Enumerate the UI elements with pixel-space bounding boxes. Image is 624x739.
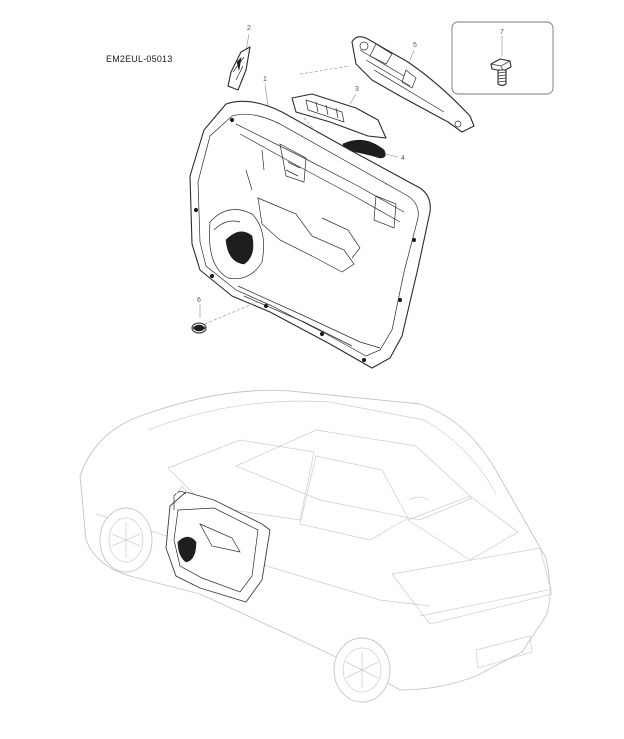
- part-1-door-trim-panel: [189, 83, 431, 369]
- inset-frame: [451, 21, 554, 95]
- diagram-reference-code: EM2EUL-05013: [106, 54, 173, 64]
- callout-6: 6: [197, 297, 201, 304]
- front-wheel: [99, 507, 153, 573]
- part-6-clip: [191, 304, 207, 334]
- part-2-mirror-trim: [227, 33, 251, 91]
- rear-wheel: [333, 637, 391, 703]
- callout-4: 4: [401, 155, 405, 162]
- fastener-inset: [451, 21, 554, 95]
- part-4-handle-insert: [342, 139, 399, 159]
- bolt-icon: [490, 58, 512, 87]
- callout-5: 5: [413, 42, 417, 49]
- callout-7: 7: [500, 29, 504, 36]
- callout-3: 3: [355, 86, 359, 93]
- door-trim-location-highlight: [165, 491, 271, 603]
- callout-1: 1: [263, 76, 267, 83]
- callout-labels: 2 1 3 4 5 6 7: [197, 25, 504, 304]
- vehicle-locator-view: [79, 389, 553, 703]
- part-3-switch-panel: [291, 93, 387, 139]
- assembly-guide-lines: [199, 65, 351, 327]
- part-5-armrest-panel: [351, 36, 475, 133]
- callout-2: 2: [247, 25, 251, 32]
